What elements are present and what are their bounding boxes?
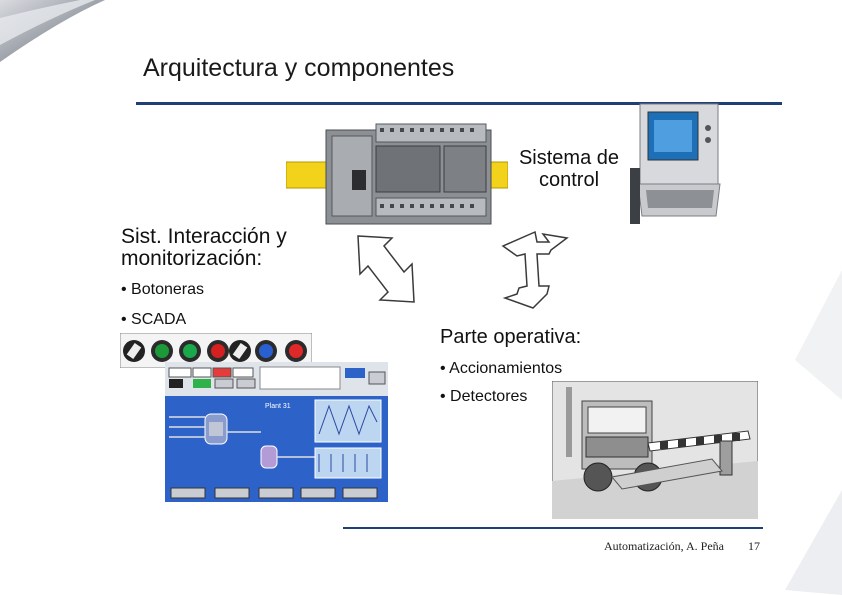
interaction-item-scada: • SCADA — [121, 311, 187, 328]
scada-screen-title: Plant 31 — [265, 403, 291, 410]
interaction-heading-line2: monitorización: — [121, 247, 263, 270]
scada-screen-image: Plant 31 — [165, 362, 388, 502]
truck-barrier-image — [552, 381, 758, 519]
footer-author: Automatización, A. Peña — [604, 539, 724, 553]
double-arrow-left — [357, 235, 415, 303]
footer-rule — [343, 527, 763, 529]
interaction-heading: Sist. Interacción y monitorización: — [121, 226, 287, 270]
page-number: 17 — [748, 539, 760, 553]
operative-heading: Parte operativa: — [440, 326, 582, 348]
title-rule — [136, 102, 782, 105]
operative-item-accionamientos: • Accionamientos — [440, 360, 563, 377]
side-decoration — [785, 270, 842, 595]
control-system-label-line1: Sistema de — [518, 147, 620, 169]
industrial-pc-image — [630, 103, 721, 224]
corner-decoration — [0, 0, 105, 62]
plc-image — [286, 123, 508, 225]
interaction-item-botoneras: • Botoneras — [121, 281, 204, 298]
interaction-heading-line1: Sist. Interacción y — [121, 225, 287, 248]
control-system-label-line2: control — [538, 169, 600, 191]
slide-title: Arquitectura y componentes — [143, 54, 455, 82]
double-arrow-right — [501, 230, 569, 309]
control-system-label: Sistema de control — [510, 147, 628, 191]
operative-item-detectores: • Detectores — [440, 388, 528, 405]
